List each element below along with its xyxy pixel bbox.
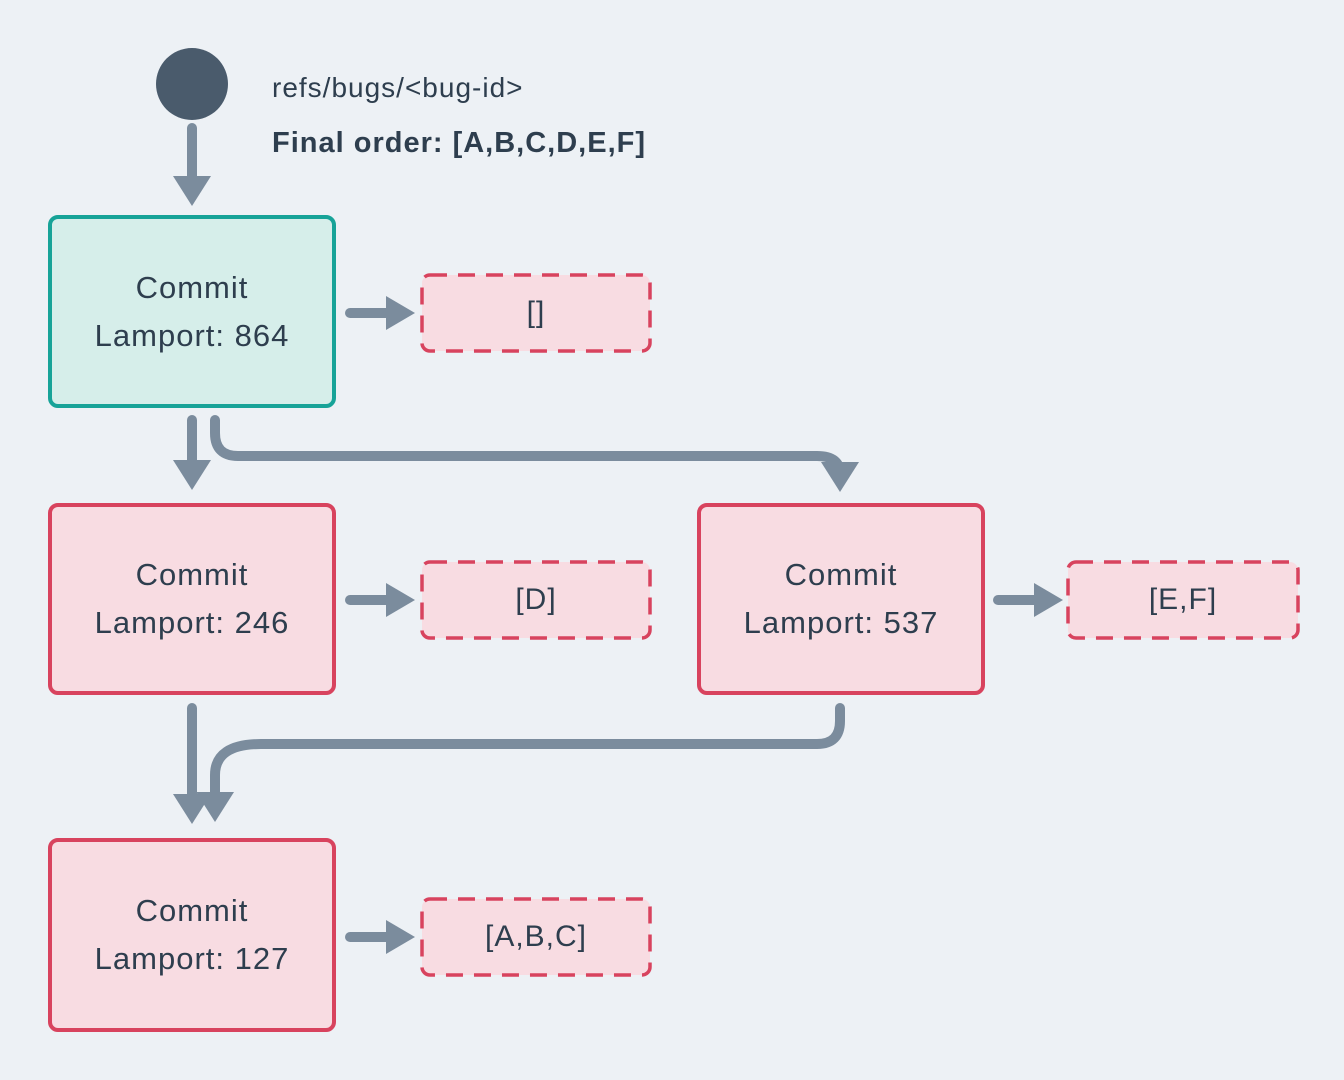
payload-box-ef: [E,F] xyxy=(1068,562,1298,638)
payload-label: [A,B,C] xyxy=(484,920,588,953)
final-order-label: Final order: [A,B,C,D,E,F] xyxy=(272,127,646,159)
commit-title-label: Commit xyxy=(784,557,898,592)
arrowhead-537-to-127 xyxy=(196,792,234,822)
commit-lamport-label: Lamport: 537 xyxy=(743,605,939,640)
payload-label: [] xyxy=(526,296,546,329)
payload-box-outline-ef xyxy=(1066,560,1300,640)
arrowhead-ref-to-864 xyxy=(173,176,211,206)
payload-box-empty: [] xyxy=(422,275,650,351)
commit-node-246: Commit Lamport: 246 xyxy=(48,503,336,695)
arrowhead-537-to-payload xyxy=(1034,583,1063,617)
commit-title-label: Commit xyxy=(135,269,249,305)
payload-label: [D] xyxy=(515,583,557,616)
arrowhead-246-to-127 xyxy=(173,794,211,824)
commit-lamport-label: Lamport: 246 xyxy=(94,605,290,640)
payload-box-abc: [A,B,C] xyxy=(422,899,650,975)
arrowhead-864-to-537 xyxy=(821,462,859,492)
commit-node-537: Commit Lamport: 537 xyxy=(697,503,985,695)
branch-ref-dot-icon xyxy=(156,48,228,120)
arrowhead-864-to-246 xyxy=(173,460,211,490)
commit-lamport-label: Lamport: 864 xyxy=(94,317,290,353)
commit-title-label: Commit xyxy=(135,893,249,928)
payload-box-outline-empty xyxy=(420,273,652,353)
payload-box-d: [D] xyxy=(422,562,650,638)
arrowhead-246-to-payload xyxy=(386,583,415,617)
commit-title-label: Commit xyxy=(135,557,249,592)
commit-node-864: Commit Lamport: 864 xyxy=(48,215,336,408)
arrow-864-to-537 xyxy=(210,415,845,479)
payload-label: [E,F] xyxy=(1148,583,1218,616)
payload-box-outline-abc xyxy=(420,897,652,977)
commit-node-127: Commit Lamport: 127 xyxy=(48,838,336,1032)
arrowhead-864-to-payload xyxy=(386,296,415,330)
arrow-537-to-127 xyxy=(210,703,845,799)
commit-lamport-label: Lamport: 127 xyxy=(94,941,290,976)
payload-box-outline-d xyxy=(420,560,652,640)
arrowhead-127-to-payload xyxy=(386,920,415,954)
ref-label: refs/bugs/<bug-id> xyxy=(272,72,524,103)
